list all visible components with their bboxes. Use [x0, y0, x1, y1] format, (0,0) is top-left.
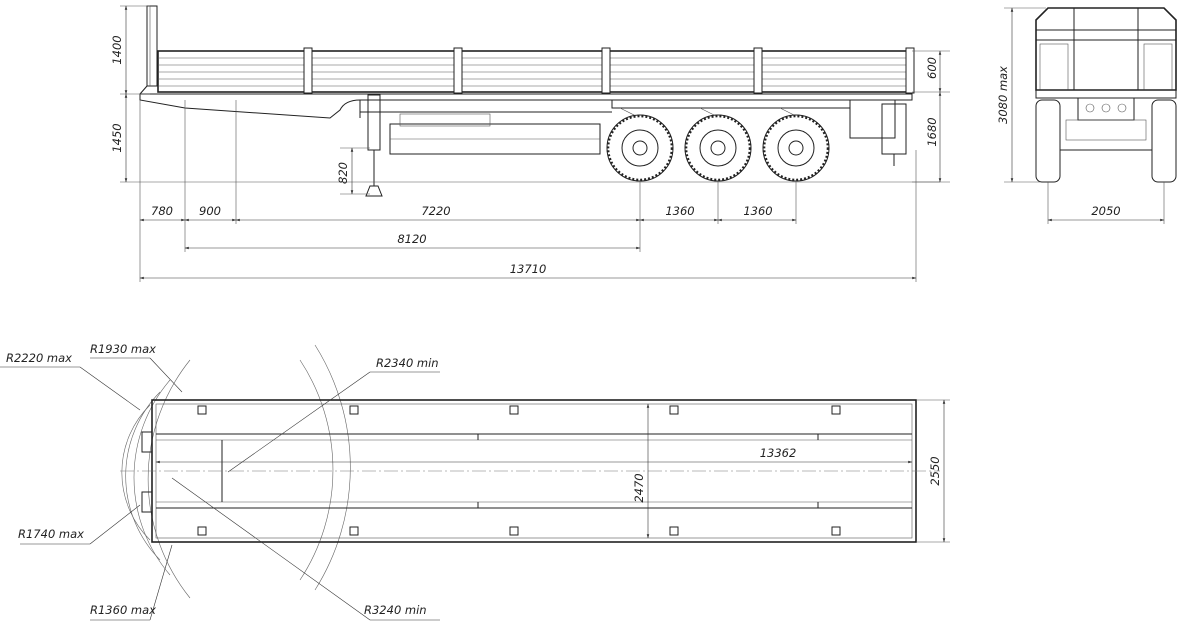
dim-8120: 8120: [397, 232, 426, 246]
wheel-3: [762, 114, 830, 182]
dim-side-height: 600: [925, 57, 939, 79]
dim-total-height: 1680: [925, 117, 939, 146]
wheel-1: [606, 114, 674, 182]
top-view: R2220 max R1930 max R2340 min R1740 max …: [0, 342, 950, 621]
rear-view: 3080 max 2050: [996, 7, 1177, 224]
rear-platform: [1035, 89, 1177, 99]
dim-front-height: 1400: [110, 35, 124, 64]
rear-tire-left: [1035, 99, 1061, 183]
side-view: 1400 1450 820 600 1680 780 900 7220 1360…: [110, 5, 950, 282]
radius-r2340: R2340 min: [376, 356, 439, 370]
rear-box: [849, 99, 896, 139]
dim-inner-width: 2470: [632, 473, 646, 502]
rear-headboard: [1035, 7, 1177, 91]
suspension-beam: [611, 99, 851, 109]
dim-platform-length: 13362: [760, 446, 797, 460]
radius-r1360: R1360 max: [90, 603, 156, 617]
radius-r1740: R1740 max: [18, 527, 84, 541]
turning-radii: [121, 344, 351, 599]
dim-axle-spacing-1: 1360: [665, 204, 694, 218]
radius-r2220: R2220 max: [6, 351, 72, 365]
leg-foot: [365, 185, 383, 197]
dim-7220: 7220: [421, 204, 450, 218]
dim-height-max: 3080 max: [996, 66, 1010, 124]
dim-overall-length: 13710: [510, 262, 547, 276]
dim-axle-spacing-2: 1360: [743, 204, 772, 218]
board-stakes: [303, 47, 915, 94]
dim-leg-height: 820: [336, 162, 350, 184]
radius-r1930: R1930 max: [90, 342, 156, 356]
radius-leaders: [0, 357, 440, 621]
wheel-2: [684, 114, 752, 182]
stake-pockets: [197, 405, 841, 536]
front-wall: [146, 5, 158, 87]
dim-overall-width: 2550: [928, 456, 942, 485]
main-frame: [139, 93, 913, 119]
board-ribs: [158, 57, 912, 87]
dim-track: 2050: [1091, 204, 1120, 218]
dim-780: 780: [151, 204, 173, 218]
radius-r3240: R3240 min: [364, 603, 427, 617]
landing-leg: [367, 94, 381, 151]
rear-tire-right: [1151, 99, 1177, 183]
dim-900: 900: [199, 204, 221, 218]
rear-bumper: [881, 103, 907, 155]
dim-rail-height: 1450: [110, 123, 124, 152]
